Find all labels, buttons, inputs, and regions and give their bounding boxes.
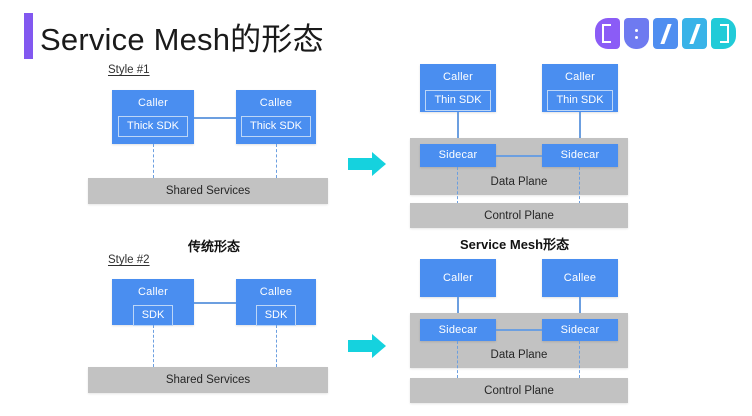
bottom-right-callee-box[interactable]: Callee <box>542 259 618 297</box>
thick-sdk-chip: Thick SDK <box>241 116 311 137</box>
dashed-link <box>579 167 580 204</box>
bottom-right-control-plane-bar: Control Plane <box>410 378 628 403</box>
box-title: Caller <box>565 71 595 83</box>
bar-label: Shared Services <box>165 185 251 197</box>
top-right-sidecar-1[interactable]: Sidecar <box>420 144 496 167</box>
connector-line <box>496 155 542 157</box>
connector-line <box>194 117 236 119</box>
box-title: Sidecar <box>438 149 478 161</box>
bottom-right-sidecar-1[interactable]: Sidecar <box>420 319 496 341</box>
bar-label: Shared Services <box>165 374 251 386</box>
box-title: Callee <box>563 271 597 284</box>
bottom-right-caller-box[interactable]: Caller <box>420 259 496 297</box>
connector-line-vertical <box>457 112 459 146</box>
band-label: Data Plane <box>490 349 548 361</box>
dashed-link <box>153 325 154 367</box>
bottom-left-callee-box[interactable]: Callee SDK <box>236 279 316 326</box>
bottom-left-shared-services-bar: Shared Services <box>88 367 328 393</box>
dashed-link <box>276 325 277 367</box>
box-title: Callee <box>259 286 293 298</box>
logo-glyph-b1 <box>653 18 678 49</box>
top-right-control-plane-bar: Control Plane <box>410 203 628 228</box>
box-title: Caller <box>443 271 473 284</box>
title-accent-bar <box>24 13 33 59</box>
sdk-chip: SDK <box>255 305 297 326</box>
top-left-shared-services-bar: Shared Services <box>88 178 328 204</box>
style-2-label: Style #2 <box>108 254 150 266</box>
band-label: Data Plane <box>490 176 548 188</box>
bottom-left-caller-box[interactable]: Caller SDK <box>112 279 194 326</box>
top-right-caller-box-1[interactable]: Caller Thin SDK <box>420 64 496 112</box>
logo-glyph-u <box>624 18 649 49</box>
page-title: Service Mesh的形态 <box>40 22 324 57</box>
right-section-label: Service Mesh形态 <box>460 237 570 252</box>
transform-arrow-bottom <box>348 334 388 358</box>
thin-sdk-chip: Thin SDK <box>425 90 491 111</box>
dashed-link <box>579 341 580 378</box>
logo-slash-icon <box>659 23 672 44</box>
thick-sdk-chip: Thick SDK <box>118 116 188 137</box>
dashed-link <box>276 144 277 178</box>
logo-glyph-b2 <box>682 18 707 49</box>
box-title: Caller <box>138 97 168 109</box>
thin-sdk-chip: Thin SDK <box>547 90 613 111</box>
logo-dots-icon <box>635 28 638 39</box>
sdk-chip: SDK <box>132 305 174 326</box>
dashed-link <box>457 167 458 204</box>
connector-line <box>194 302 236 304</box>
bar-label: Control Plane <box>484 209 554 222</box>
logo-glyph-o <box>711 18 736 49</box>
box-title: Caller <box>138 286 168 298</box>
logo-bracket-right-icon <box>720 24 729 43</box>
dashed-link <box>153 144 154 178</box>
dubbo-logo <box>595 18 736 49</box>
top-left-callee-box[interactable]: Callee Thick SDK <box>236 90 316 144</box>
bottom-right-sidecar-2[interactable]: Sidecar <box>542 319 618 341</box>
box-title: Caller <box>443 71 473 83</box>
bar-label: Control Plane <box>484 384 554 397</box>
top-right-sidecar-2[interactable]: Sidecar <box>542 144 618 167</box>
connector-line-vertical <box>579 297 581 321</box>
box-title: Sidecar <box>438 323 478 336</box>
dashed-link <box>457 341 458 378</box>
logo-glyph-d <box>595 18 620 49</box>
top-left-caller-box[interactable]: Caller Thick SDK <box>112 90 194 144</box>
box-title: Callee <box>259 97 293 109</box>
box-title: Sidecar <box>560 149 600 161</box>
style-1-label: Style #1 <box>108 64 150 76</box>
connector-line <box>496 329 542 331</box>
connector-line-vertical <box>579 112 581 146</box>
left-section-label: 传统形态 <box>188 239 241 254</box>
top-right-caller-box-2[interactable]: Caller Thin SDK <box>542 64 618 112</box>
transform-arrow-top <box>348 152 388 176</box>
connector-line-vertical <box>457 297 459 321</box>
logo-bracket-left-icon <box>602 24 611 43</box>
box-title: Sidecar <box>560 323 600 336</box>
logo-slash-icon <box>688 23 701 44</box>
